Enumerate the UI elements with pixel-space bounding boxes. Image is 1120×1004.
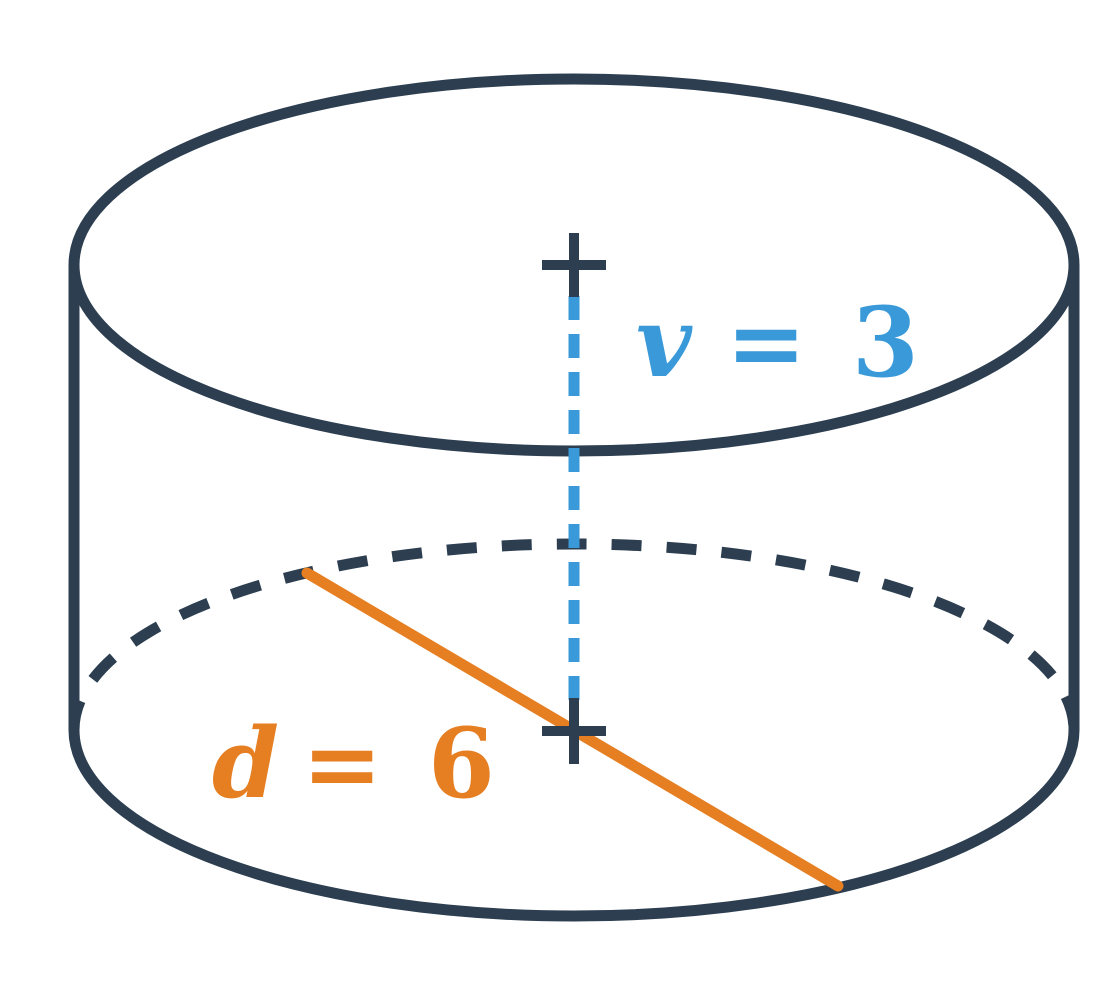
bottom-ellipse-front [68,729,1080,922]
diameter-label: d = 6 [212,707,495,820]
height-var: v [636,286,693,399]
height-equals: = [726,286,806,399]
height-value: 3 [852,286,919,399]
bottom-center-marker [542,698,606,764]
top-center-marker [542,233,606,297]
diameter-value: 6 [428,707,495,820]
height-label: v = 3 [636,286,919,399]
diameter-equals: = [302,707,382,820]
diameter-var: d [212,707,279,820]
